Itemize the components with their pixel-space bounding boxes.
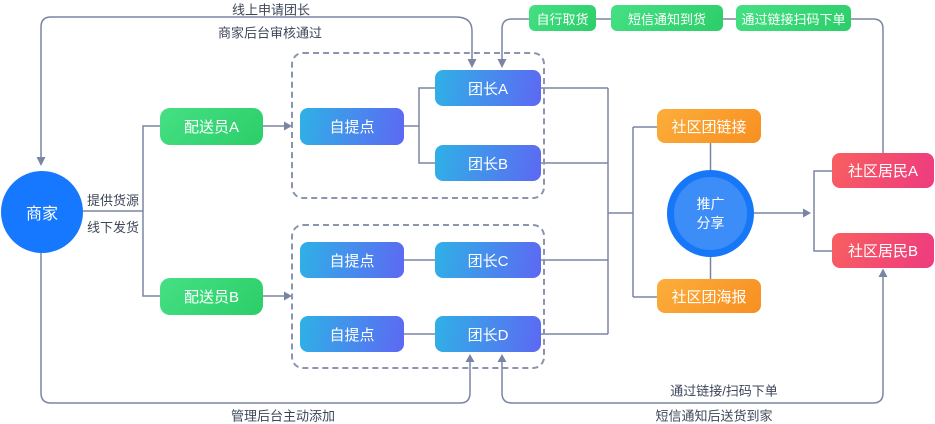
badge-sms-arrival-notice-label: 短信通知到货	[627, 11, 706, 27]
leader-d-node: 团长D	[435, 316, 541, 352]
merchant-top-path	[40, 16, 473, 164]
courier-b-label: 配送员B	[183, 289, 239, 306]
badge-order-via-link-scan: 通过链接扫码下单	[736, 5, 851, 31]
leader-c-node: 团长C	[435, 242, 541, 278]
annotation-apply-online: 线上申请团长	[231, 2, 311, 18]
resident-b-node: 社区居民B	[832, 233, 934, 268]
badge-order-via-link-scan-label: 通过链接扫码下单	[741, 11, 846, 27]
leader-b-node: 团长B	[435, 145, 541, 181]
resident-a-label: 社区居民A	[847, 163, 918, 180]
courier-b-node: 配送员B	[160, 278, 263, 315]
arrowhead-into-leader-d-left	[465, 354, 475, 362]
pickup-point-3-label: 自提点	[329, 326, 375, 344]
leader-collector	[541, 87, 657, 335]
pickup-point-2-label: 自提点	[329, 252, 375, 270]
badge-self-pickup-label: 自行取货	[536, 11, 589, 27]
badge-self-pickup: 自行取货	[529, 5, 596, 31]
pickup-cluster-top	[291, 52, 545, 199]
leader-a-label: 团长A	[467, 80, 508, 98]
arrowhead-into-leader-a-right	[497, 59, 507, 68]
merchant-node: 商家	[1, 171, 83, 253]
pickup1-leader-bracket	[404, 87, 435, 164]
arrowhead-courier-b	[284, 291, 292, 301]
courier-a-label: 配送员A	[183, 119, 239, 136]
pickup-point-1-node: 自提点	[300, 108, 404, 145]
arrowhead-into-leader-a-left	[467, 59, 477, 68]
leader-a-node: 团长A	[435, 70, 541, 106]
badge-sms-arrival-notice: 短信通知到货	[611, 5, 723, 31]
annotation-sms-home-delivery: 短信通知后送货到家	[655, 408, 773, 424]
annotation-admin-backend-add: 管理后台主动添加	[230, 408, 336, 424]
arrowhead-courier-a	[284, 121, 292, 131]
pickup-leader-rows	[404, 259, 435, 335]
annotation-provide-supply: 提供货源	[87, 193, 140, 208]
leader-b-label: 团长B	[467, 155, 508, 173]
resident-a-node: 社区居民A	[832, 153, 934, 188]
community-group-link-node: 社区团链接	[657, 109, 761, 143]
promo-resident-bracket	[754, 170, 832, 252]
annotation-offline-shipping: 线下发货	[87, 220, 140, 235]
community-group-poster-node: 社区团海报	[657, 279, 761, 313]
pickup-cluster-bottom	[291, 224, 545, 369]
merchant-bottom-path	[40, 253, 471, 404]
annotation-order-via-link-scan: 通过链接/扫码下单	[670, 383, 778, 399]
pickup-point-1-label: 自提点	[329, 119, 375, 136]
pickup-point-3-node: 自提点	[300, 316, 404, 352]
leader-d-label: 团长D	[467, 326, 509, 344]
courier-a-node: 配送员A	[160, 108, 263, 145]
leader-c-label: 团长C	[467, 252, 509, 270]
arrowhead-into-merchant	[36, 157, 46, 166]
annotation-review-passed: 商家后台审核通过	[217, 25, 323, 41]
arrowhead-into-resident-b	[878, 268, 888, 277]
promo-share-label-line2: 分享	[696, 214, 725, 231]
resident-bottom-path	[501, 277, 884, 404]
pickup-point-2-node: 自提点	[300, 242, 404, 278]
merchant-label: 商家	[25, 206, 58, 223]
merchant-courier-branch	[83, 125, 160, 297]
community-group-link-label: 社区团链接	[671, 118, 747, 136]
promo-share-label-line1: 推广	[696, 196, 725, 213]
arrowhead-promo-to-residents	[803, 208, 811, 218]
community-group-poster-label: 社区团海报	[671, 288, 747, 306]
promo-share-node: 推广 分享	[667, 170, 754, 257]
arrowhead-into-leader-d-right	[497, 354, 507, 362]
resident-b-label: 社区居民B	[847, 243, 918, 260]
